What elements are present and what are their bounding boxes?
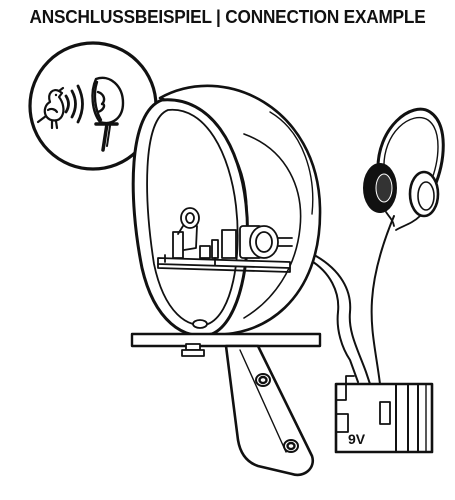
mini-dish-icon <box>91 76 125 152</box>
cables <box>309 215 395 385</box>
sound-waves-icon <box>64 84 84 124</box>
circuit-board <box>157 207 293 273</box>
mounting-bracket <box>130 332 322 477</box>
page-title: ANSCHLUSSBEISPIEL | CONNECTION EXAMPLE <box>29 6 426 27</box>
usage-icon <box>28 41 158 171</box>
battery-label: 9V <box>348 431 366 447</box>
bird-icon <box>36 86 65 130</box>
headphones-icon <box>363 107 445 231</box>
battery-icon: 9V <box>334 375 434 454</box>
parabolic-dish <box>131 84 322 337</box>
